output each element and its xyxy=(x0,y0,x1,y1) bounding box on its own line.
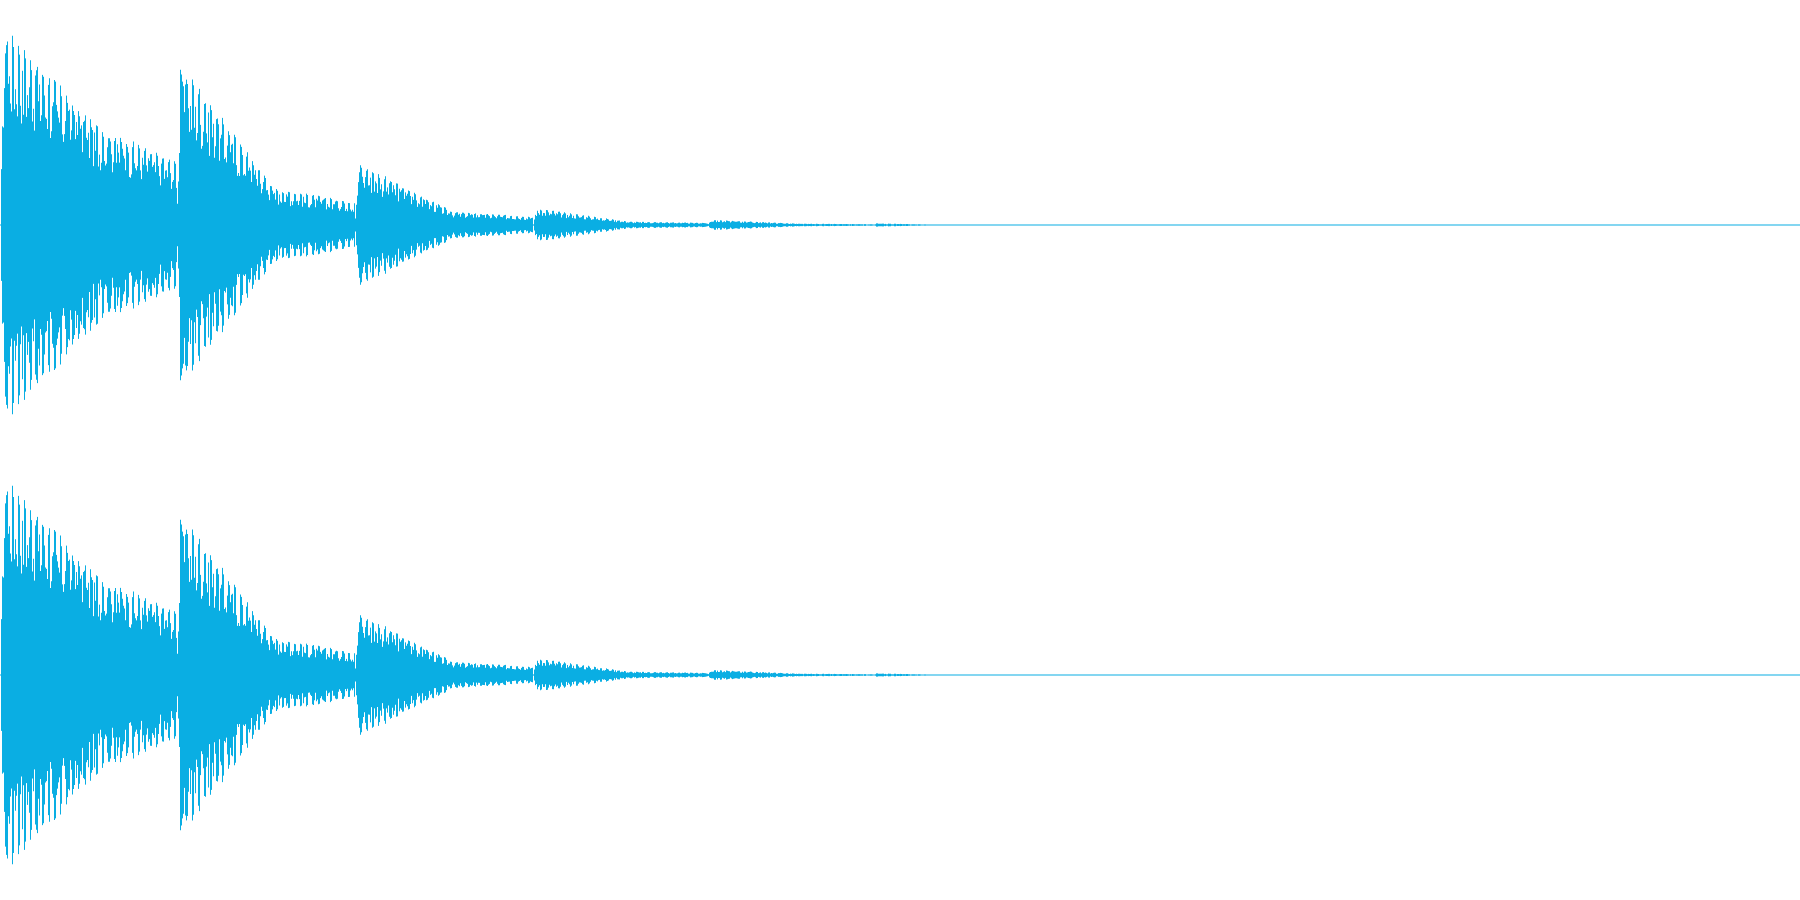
waveform-signal xyxy=(1,485,932,865)
channel-right-waveform xyxy=(0,450,1800,900)
waveform-signal xyxy=(1,35,932,415)
right-waveform-plot xyxy=(0,485,1800,865)
channel-left-waveform xyxy=(0,35,1800,415)
left-waveform-plot xyxy=(0,35,1800,415)
